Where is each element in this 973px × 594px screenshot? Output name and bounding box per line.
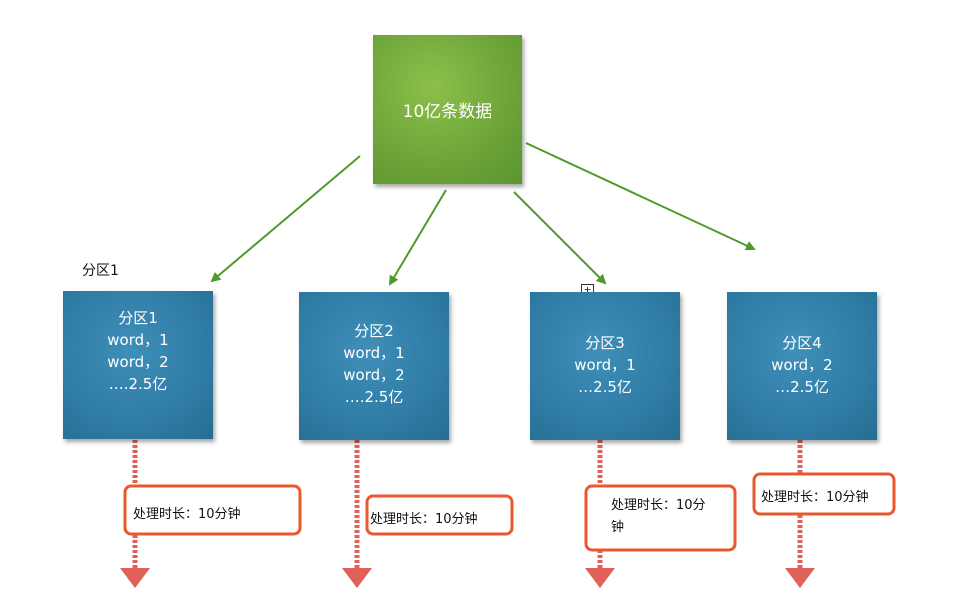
- duration-label-4: 处理时长：10分钟: [761, 490, 869, 505]
- duration-box-2: [365, 494, 514, 536]
- partition-1-title: 分区1: [118, 309, 158, 327]
- partition-1-line-2: word，2: [107, 353, 169, 371]
- duration-label-3-line-1: 处理时长：10分: [611, 498, 706, 513]
- floating-partition-label: 分区1: [82, 263, 119, 279]
- arrow-to-partition-4: [525, 142, 756, 251]
- partition-4-line-1: word，2: [771, 356, 833, 374]
- duration-box-3: [584, 484, 737, 552]
- source-data-label: 10亿条数据: [402, 102, 493, 122]
- partition-2-node: 分区2 word，1 word，2 ….2.5亿: [299, 292, 449, 440]
- partition-1-line-1: word，1: [107, 331, 169, 349]
- partition-3-node: 分区3 word，1 …2.5亿: [530, 292, 680, 440]
- partition-4-count: …2.5亿: [775, 378, 829, 396]
- duration-label-2: 处理时长：10分钟: [370, 512, 478, 527]
- duration-box-4: [752, 472, 896, 516]
- red-arrow-2: [342, 440, 372, 588]
- duration-label-3-line-2: 钟: [611, 520, 625, 535]
- partition-2-count: ….2.5亿: [344, 388, 404, 406]
- arrow-to-partition-1: [210, 155, 361, 283]
- partition-4-title: 分区4: [782, 334, 822, 352]
- duration-label-3: 处理时长：10分 钟: [611, 495, 706, 539]
- duration-label-1: 处理时长：10分钟: [133, 507, 241, 522]
- partition-2-line-1: word，1: [343, 344, 405, 362]
- partition-1-node: 分区1 word，1 word，2 ….2.5亿: [63, 291, 213, 439]
- partition-1-count: ….2.5亿: [108, 375, 168, 393]
- partition-3-count: …2.5亿: [578, 378, 632, 396]
- partition-3-title: 分区3: [585, 334, 625, 352]
- partition-4-node: 分区4 word，2 …2.5亿: [727, 292, 877, 440]
- partition-2-title: 分区2: [354, 322, 394, 340]
- partition-2-line-2: word，2: [343, 366, 405, 384]
- source-data-node: 10亿条数据: [373, 35, 522, 184]
- partition-3-line-1: word，1: [574, 356, 636, 374]
- duration-box-1: [123, 484, 302, 536]
- arrow-to-partition-3: [513, 191, 607, 285]
- arrow-to-partition-2: [388, 189, 447, 286]
